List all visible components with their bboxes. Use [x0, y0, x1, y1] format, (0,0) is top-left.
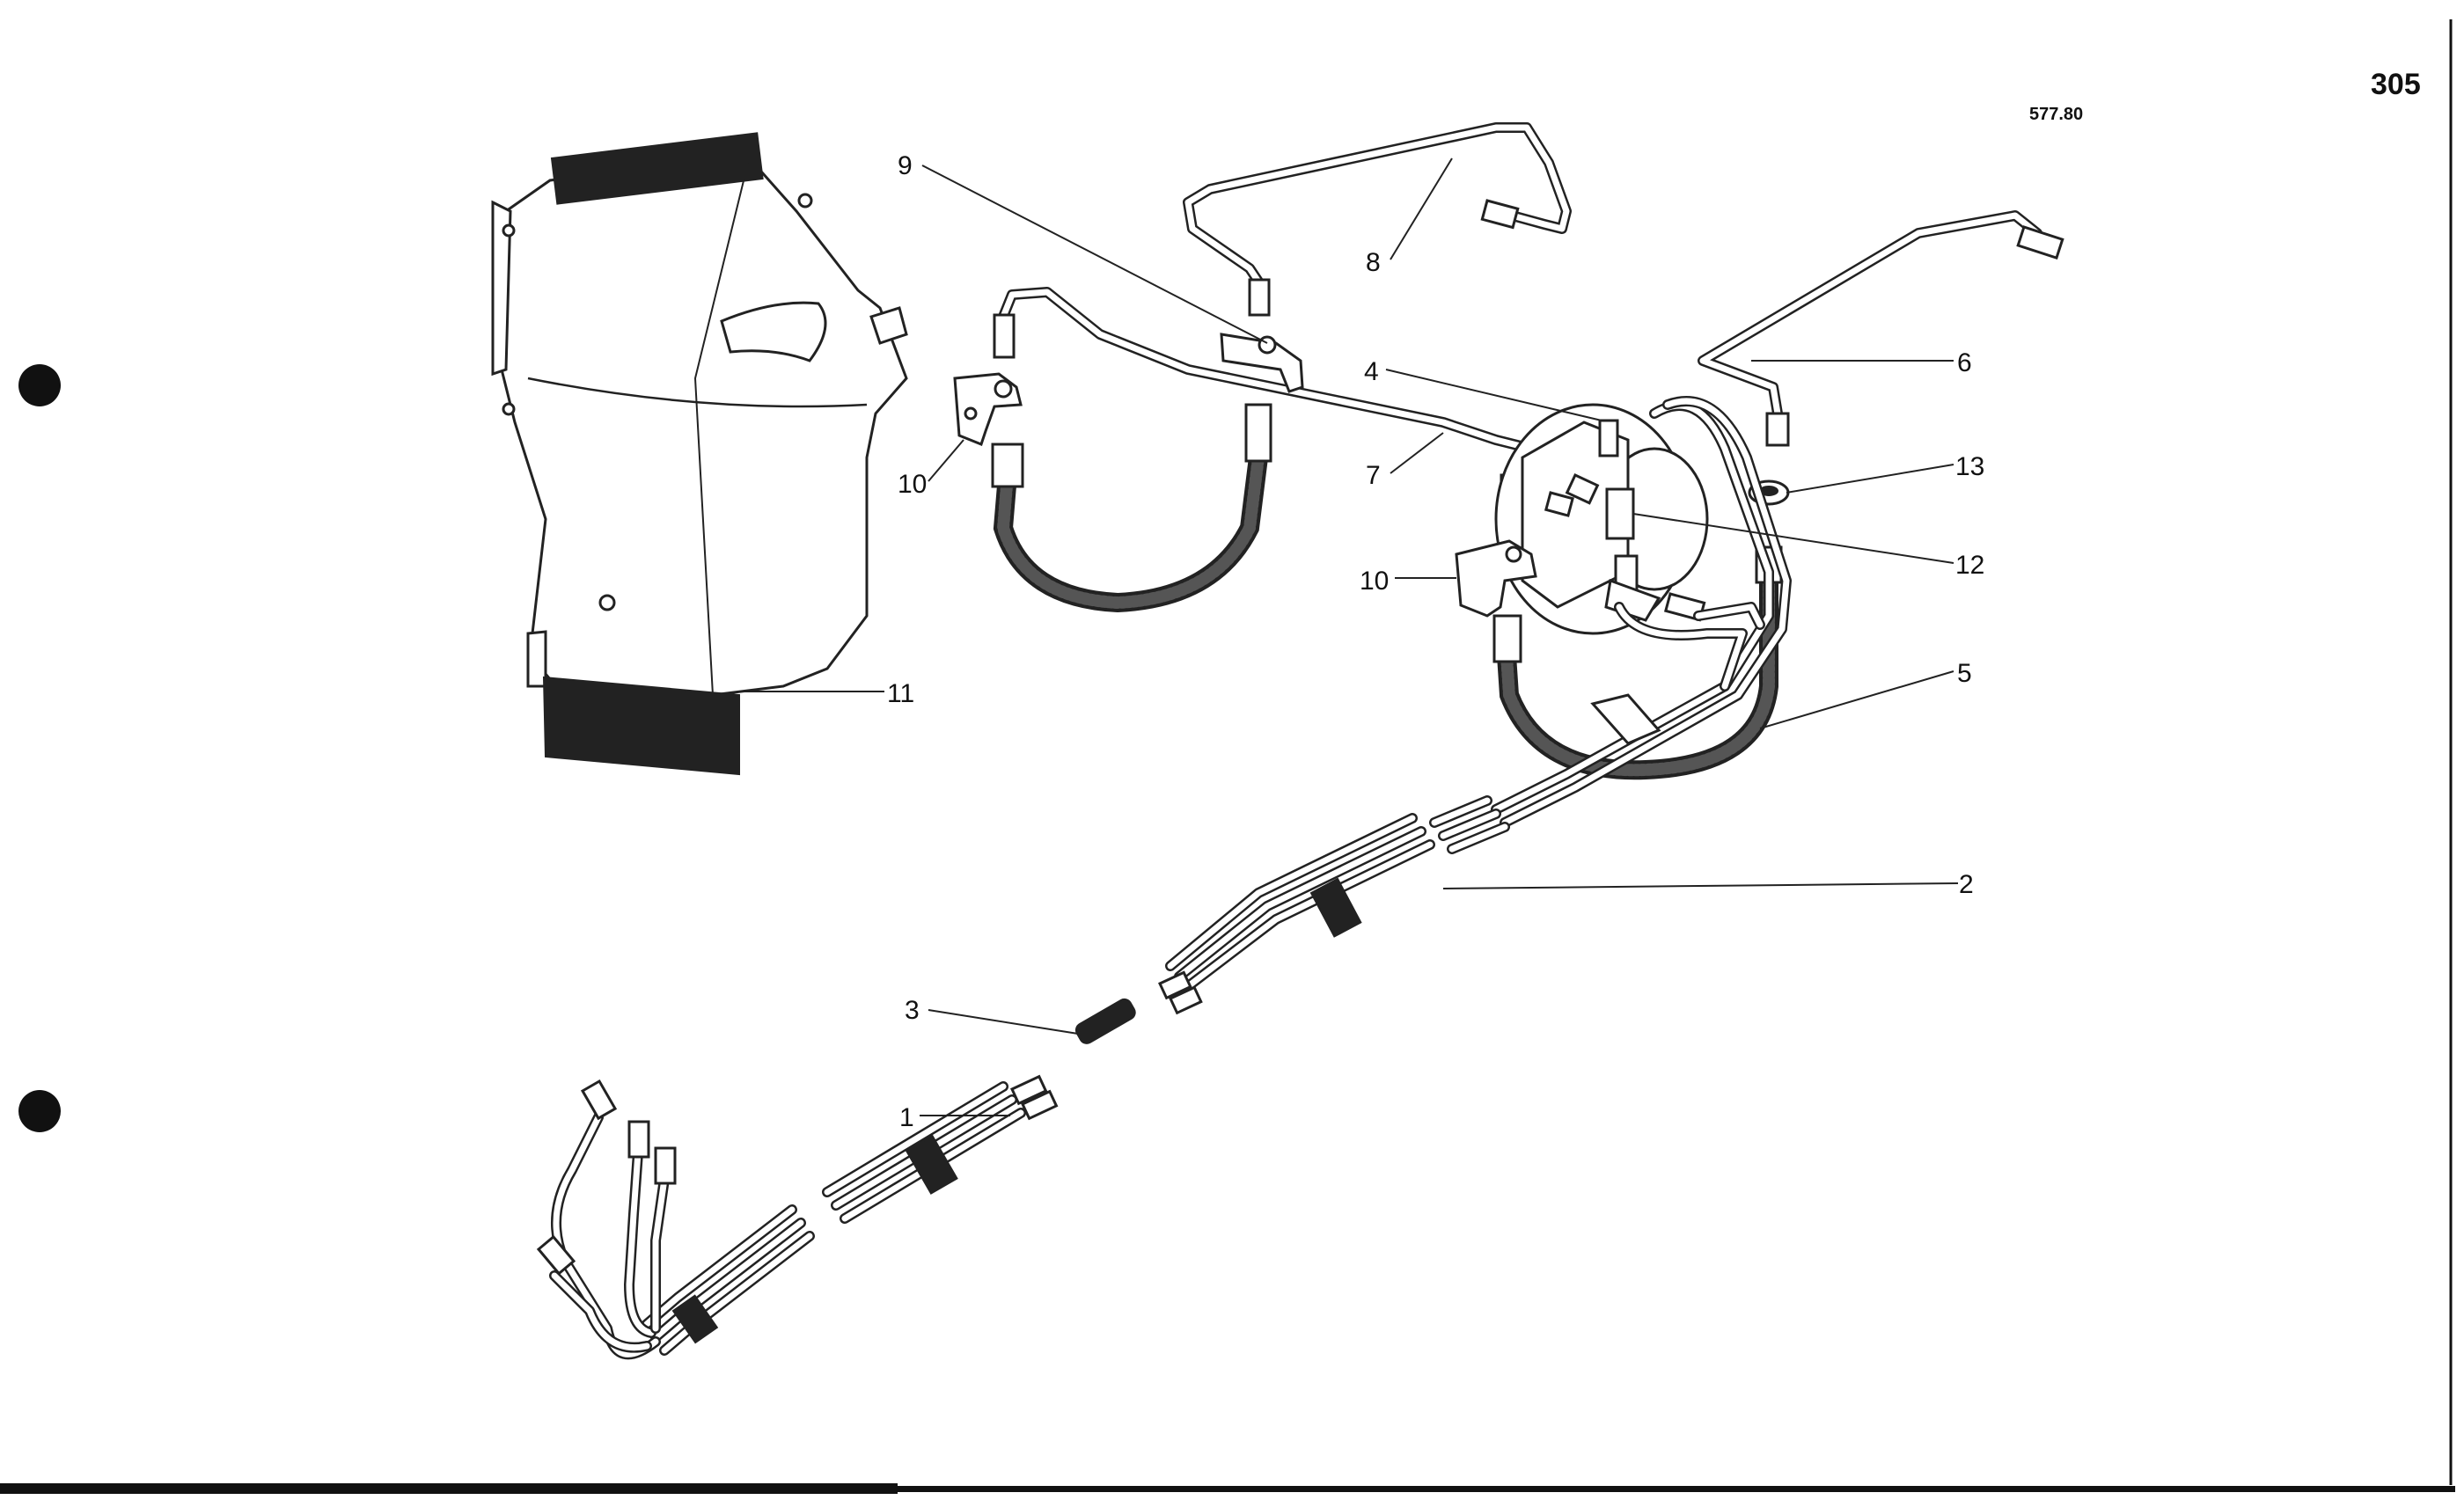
leader-13 — [1786, 464, 1954, 494]
part-10-bracket-upper — [953, 372, 1023, 446]
callout-12: 12 — [1955, 551, 1984, 580]
page-bottom-bar-right — [898, 1486, 2455, 1492]
part-6-brake-pipe — [1698, 210, 2064, 447]
callout-8: 8 — [1366, 248, 1381, 277]
callout-3: 3 — [905, 996, 920, 1025]
leader-12 — [1632, 513, 1954, 564]
binder-hole-bottom — [18, 1090, 61, 1132]
leader-8 — [1390, 157, 1453, 260]
part-2-pipe-bundle — [1158, 795, 1510, 1015]
leader-7 — [1390, 432, 1444, 474]
callout-13: 13 — [1955, 452, 1984, 481]
brake-hose-upper — [991, 403, 1272, 613]
callout-5: 5 — [1957, 659, 1972, 688]
part-1-pipe-bundle — [642, 1074, 1059, 1356]
leader-2 — [1442, 882, 1959, 889]
callout-1: 1 — [899, 1103, 914, 1132]
callout-4: 4 — [1364, 357, 1379, 386]
leader-9 — [921, 165, 1268, 344]
part-8-brake-pipe — [1183, 122, 1572, 317]
callout-7: 7 — [1366, 461, 1381, 490]
callout-10-lower: 10 — [1360, 567, 1389, 596]
part-3-connector-sleeve — [1074, 998, 1136, 1044]
part-11-heat-shield — [491, 132, 908, 776]
callout-10-upper: 10 — [898, 470, 927, 499]
callout-6: 6 — [1957, 348, 1972, 377]
pipe-fan-out-lower-left — [536, 1079, 677, 1360]
binder-hole-top — [18, 364, 61, 406]
pipe-bundle-from-regulator — [1491, 396, 1792, 828]
diagram-reference-code: 577.80 — [2029, 105, 2083, 124]
page-bottom-bar-left — [0, 1483, 898, 1494]
page-number: 305 — [2371, 68, 2421, 101]
callout-9: 9 — [898, 151, 913, 180]
pressure-regulator-assembly — [1494, 403, 1709, 635]
callout-11: 11 — [887, 679, 914, 708]
callout-2: 2 — [1959, 870, 1974, 899]
part-10-bracket-lower — [1455, 539, 1537, 618]
leader-5 — [1759, 670, 1954, 729]
leader-3 — [928, 1009, 1079, 1035]
leader-10a — [928, 439, 964, 482]
leader-4 — [1385, 369, 1602, 421]
